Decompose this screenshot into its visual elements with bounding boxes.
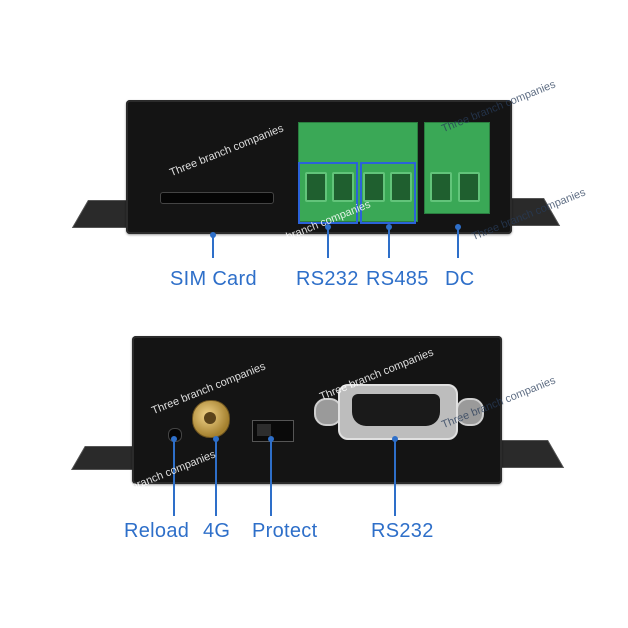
terminal-screw bbox=[458, 172, 480, 202]
protect-leader-line bbox=[270, 440, 272, 516]
label-rs485: RS485 bbox=[366, 268, 429, 290]
terminal-screw bbox=[305, 172, 327, 202]
rs232-bottom-leader-line bbox=[394, 440, 396, 516]
rs485-leader-line bbox=[388, 228, 390, 258]
4g-leader-line bbox=[215, 440, 217, 516]
rs485-leader-dot bbox=[386, 224, 392, 230]
sim-card-slot bbox=[160, 192, 274, 204]
rs485-highlight-frame bbox=[360, 162, 416, 224]
reload-leader-line bbox=[173, 440, 175, 516]
terminal-screw bbox=[332, 172, 354, 202]
terminal-screw bbox=[430, 172, 452, 202]
label-rs232-top: RS232 bbox=[296, 268, 359, 290]
4g-leader-dot bbox=[213, 436, 219, 442]
protect-leader-dot bbox=[268, 436, 274, 442]
rs232-bottom-leader-dot bbox=[392, 436, 398, 442]
protect-switch bbox=[252, 420, 294, 442]
label-rs232-bottom: RS232 bbox=[371, 520, 434, 542]
label-4g: 4G bbox=[203, 520, 231, 542]
terminal-screw bbox=[390, 172, 412, 202]
db9-serial-connector bbox=[338, 384, 458, 440]
label-reload: Reload bbox=[124, 520, 190, 542]
rs232-highlight-frame bbox=[298, 162, 358, 224]
terminal-screw bbox=[363, 172, 385, 202]
sim-leader-line bbox=[212, 236, 214, 258]
rs232-leader-line bbox=[327, 228, 329, 258]
label-protect: Protect bbox=[252, 520, 318, 542]
label-dc: DC bbox=[445, 268, 475, 290]
db9-pin-housing bbox=[352, 394, 440, 426]
dc-leader-dot bbox=[455, 224, 461, 230]
label-sim-card: SIM Card bbox=[170, 268, 257, 290]
rs232-leader-dot bbox=[325, 224, 331, 230]
protect-switch-slider bbox=[257, 424, 271, 436]
reload-leader-dot bbox=[171, 436, 177, 442]
sim-leader-dot bbox=[210, 232, 216, 238]
top-device-view: SIM Card RS232 RS485 DC Three branch com… bbox=[0, 0, 628, 310]
dc-leader-line bbox=[457, 228, 459, 258]
4g-antenna-connector-core bbox=[204, 412, 216, 424]
